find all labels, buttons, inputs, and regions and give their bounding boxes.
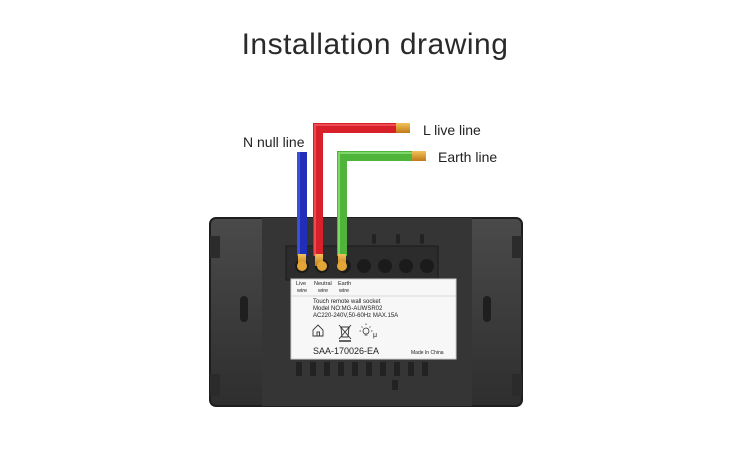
country-of-origin: Made In China bbox=[411, 350, 444, 356]
earth-terminal-screw bbox=[337, 261, 347, 271]
weee-bin-icon bbox=[338, 324, 352, 342]
live-terminal-screw bbox=[297, 261, 307, 271]
diagram-title: Installation drawing bbox=[241, 28, 509, 61]
earth-line-label: Earth line bbox=[438, 149, 497, 165]
live-terminal-label: Live bbox=[296, 281, 306, 287]
green-earth-wire bbox=[337, 151, 426, 266]
model-number: Model NO:MG-AUWSR02 bbox=[313, 306, 383, 312]
mu-symbol: μ bbox=[373, 332, 377, 339]
neutral-terminal-screw bbox=[317, 261, 327, 271]
electrical-rating: AC220-240V,50-60Hz MAX.15A bbox=[313, 313, 398, 319]
terminal-block bbox=[285, 245, 439, 281]
blue-neutral-wire bbox=[297, 152, 307, 266]
bulb-icon bbox=[359, 323, 373, 336]
neutral-terminal-label-sub: wire bbox=[317, 288, 328, 294]
saa-certificate-code: SAA-170026-EA bbox=[313, 346, 379, 356]
neutral-terminal-label: Neutral bbox=[314, 281, 332, 287]
product-description: Touch remote wall socket bbox=[313, 299, 381, 305]
earth-terminal-label: Earth bbox=[338, 281, 351, 287]
product-sticker: Live wire Neutral wire Earth wire Touch … bbox=[290, 278, 457, 360]
l-live-line-label: L live line bbox=[423, 122, 481, 138]
live-terminal-label-sub: wire bbox=[296, 288, 307, 294]
n-null-line-label: N null line bbox=[243, 134, 305, 150]
earth-terminal-label-sub: wire bbox=[338, 288, 349, 294]
red-live-wire bbox=[313, 123, 410, 266]
home-icon bbox=[312, 324, 324, 337]
